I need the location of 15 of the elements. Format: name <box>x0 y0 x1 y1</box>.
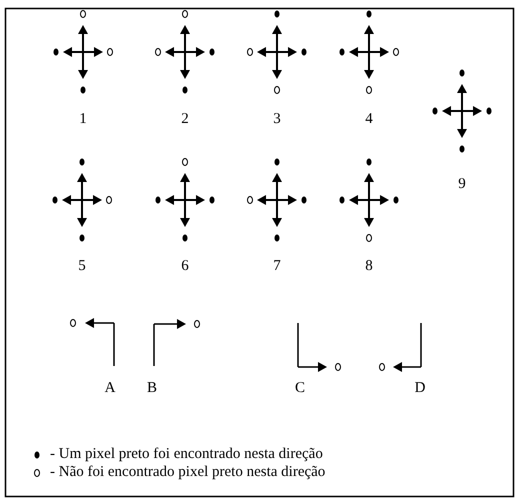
pattern-letter: C <box>295 380 305 396</box>
pattern-letter: A <box>104 380 116 396</box>
pattern-number: 5 <box>78 258 86 274</box>
pattern-number: 1 <box>79 111 87 127</box>
legend-text: - Não foi encontrado pixel preto nesta direção <box>50 464 326 481</box>
pattern-number: 7 <box>273 258 281 274</box>
pattern-letter: D <box>414 380 426 396</box>
pattern-letter: B <box>147 380 157 396</box>
pattern-number: 9 <box>458 176 466 192</box>
pattern-number: 2 <box>181 111 189 127</box>
pattern-number: 3 <box>273 111 281 127</box>
pattern-number: 6 <box>181 258 189 274</box>
legend-text: - Um pixel preto foi encontrado nesta direção <box>50 446 323 463</box>
pattern-number: 8 <box>365 258 373 274</box>
pattern-number: 4 <box>365 111 373 127</box>
